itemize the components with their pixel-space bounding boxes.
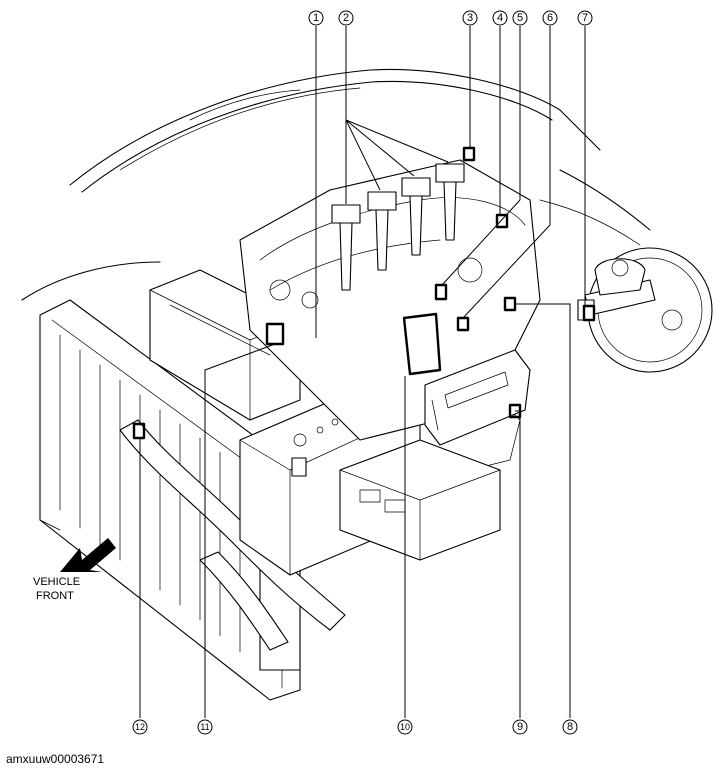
svg-text:1: 1	[313, 12, 319, 24]
leader-lines	[139, 26, 586, 718]
callout-1: 1	[308, 10, 324, 26]
callout-2: 2	[338, 10, 354, 26]
callout-4: 4	[492, 10, 508, 26]
vehicle-front-label-line2: FRONT	[36, 590, 74, 602]
brake-booster	[577, 247, 713, 373]
pcm-module	[424, 349, 531, 446]
svg-text:3: 3	[467, 12, 473, 24]
svg-text:12: 12	[135, 722, 145, 732]
vehicle-front-arrow-icon	[60, 538, 116, 572]
vehicle-front-label-line1: VEHICLE	[33, 576, 80, 588]
callout-8: 8	[562, 719, 578, 735]
radiator-hose	[119, 419, 346, 651]
svg-text:5: 5	[517, 12, 523, 24]
svg-text:8: 8	[567, 721, 573, 733]
callout-10: 10	[397, 719, 413, 735]
svg-text:9: 9	[517, 721, 523, 733]
ignition-coils	[331, 163, 465, 291]
svg-text:7: 7	[582, 12, 588, 24]
svg-text:6: 6	[547, 12, 553, 24]
callout-7: 7	[577, 10, 593, 26]
figure-id: amxuuw00003671	[6, 752, 105, 766]
svg-text:11: 11	[200, 722, 209, 732]
svg-text:2: 2	[343, 12, 349, 24]
svg-text:4: 4	[497, 12, 503, 24]
callout-6: 6	[542, 10, 558, 26]
callout-9: 9	[512, 719, 528, 735]
relay-box	[339, 439, 501, 561]
callout-3: 3	[462, 10, 478, 26]
callout-12: 12	[132, 719, 148, 735]
callout-11: 11	[197, 719, 213, 735]
svg-text:10: 10	[400, 722, 410, 732]
sensor-markers	[132, 146, 596, 440]
callout-5: 5	[512, 10, 528, 26]
